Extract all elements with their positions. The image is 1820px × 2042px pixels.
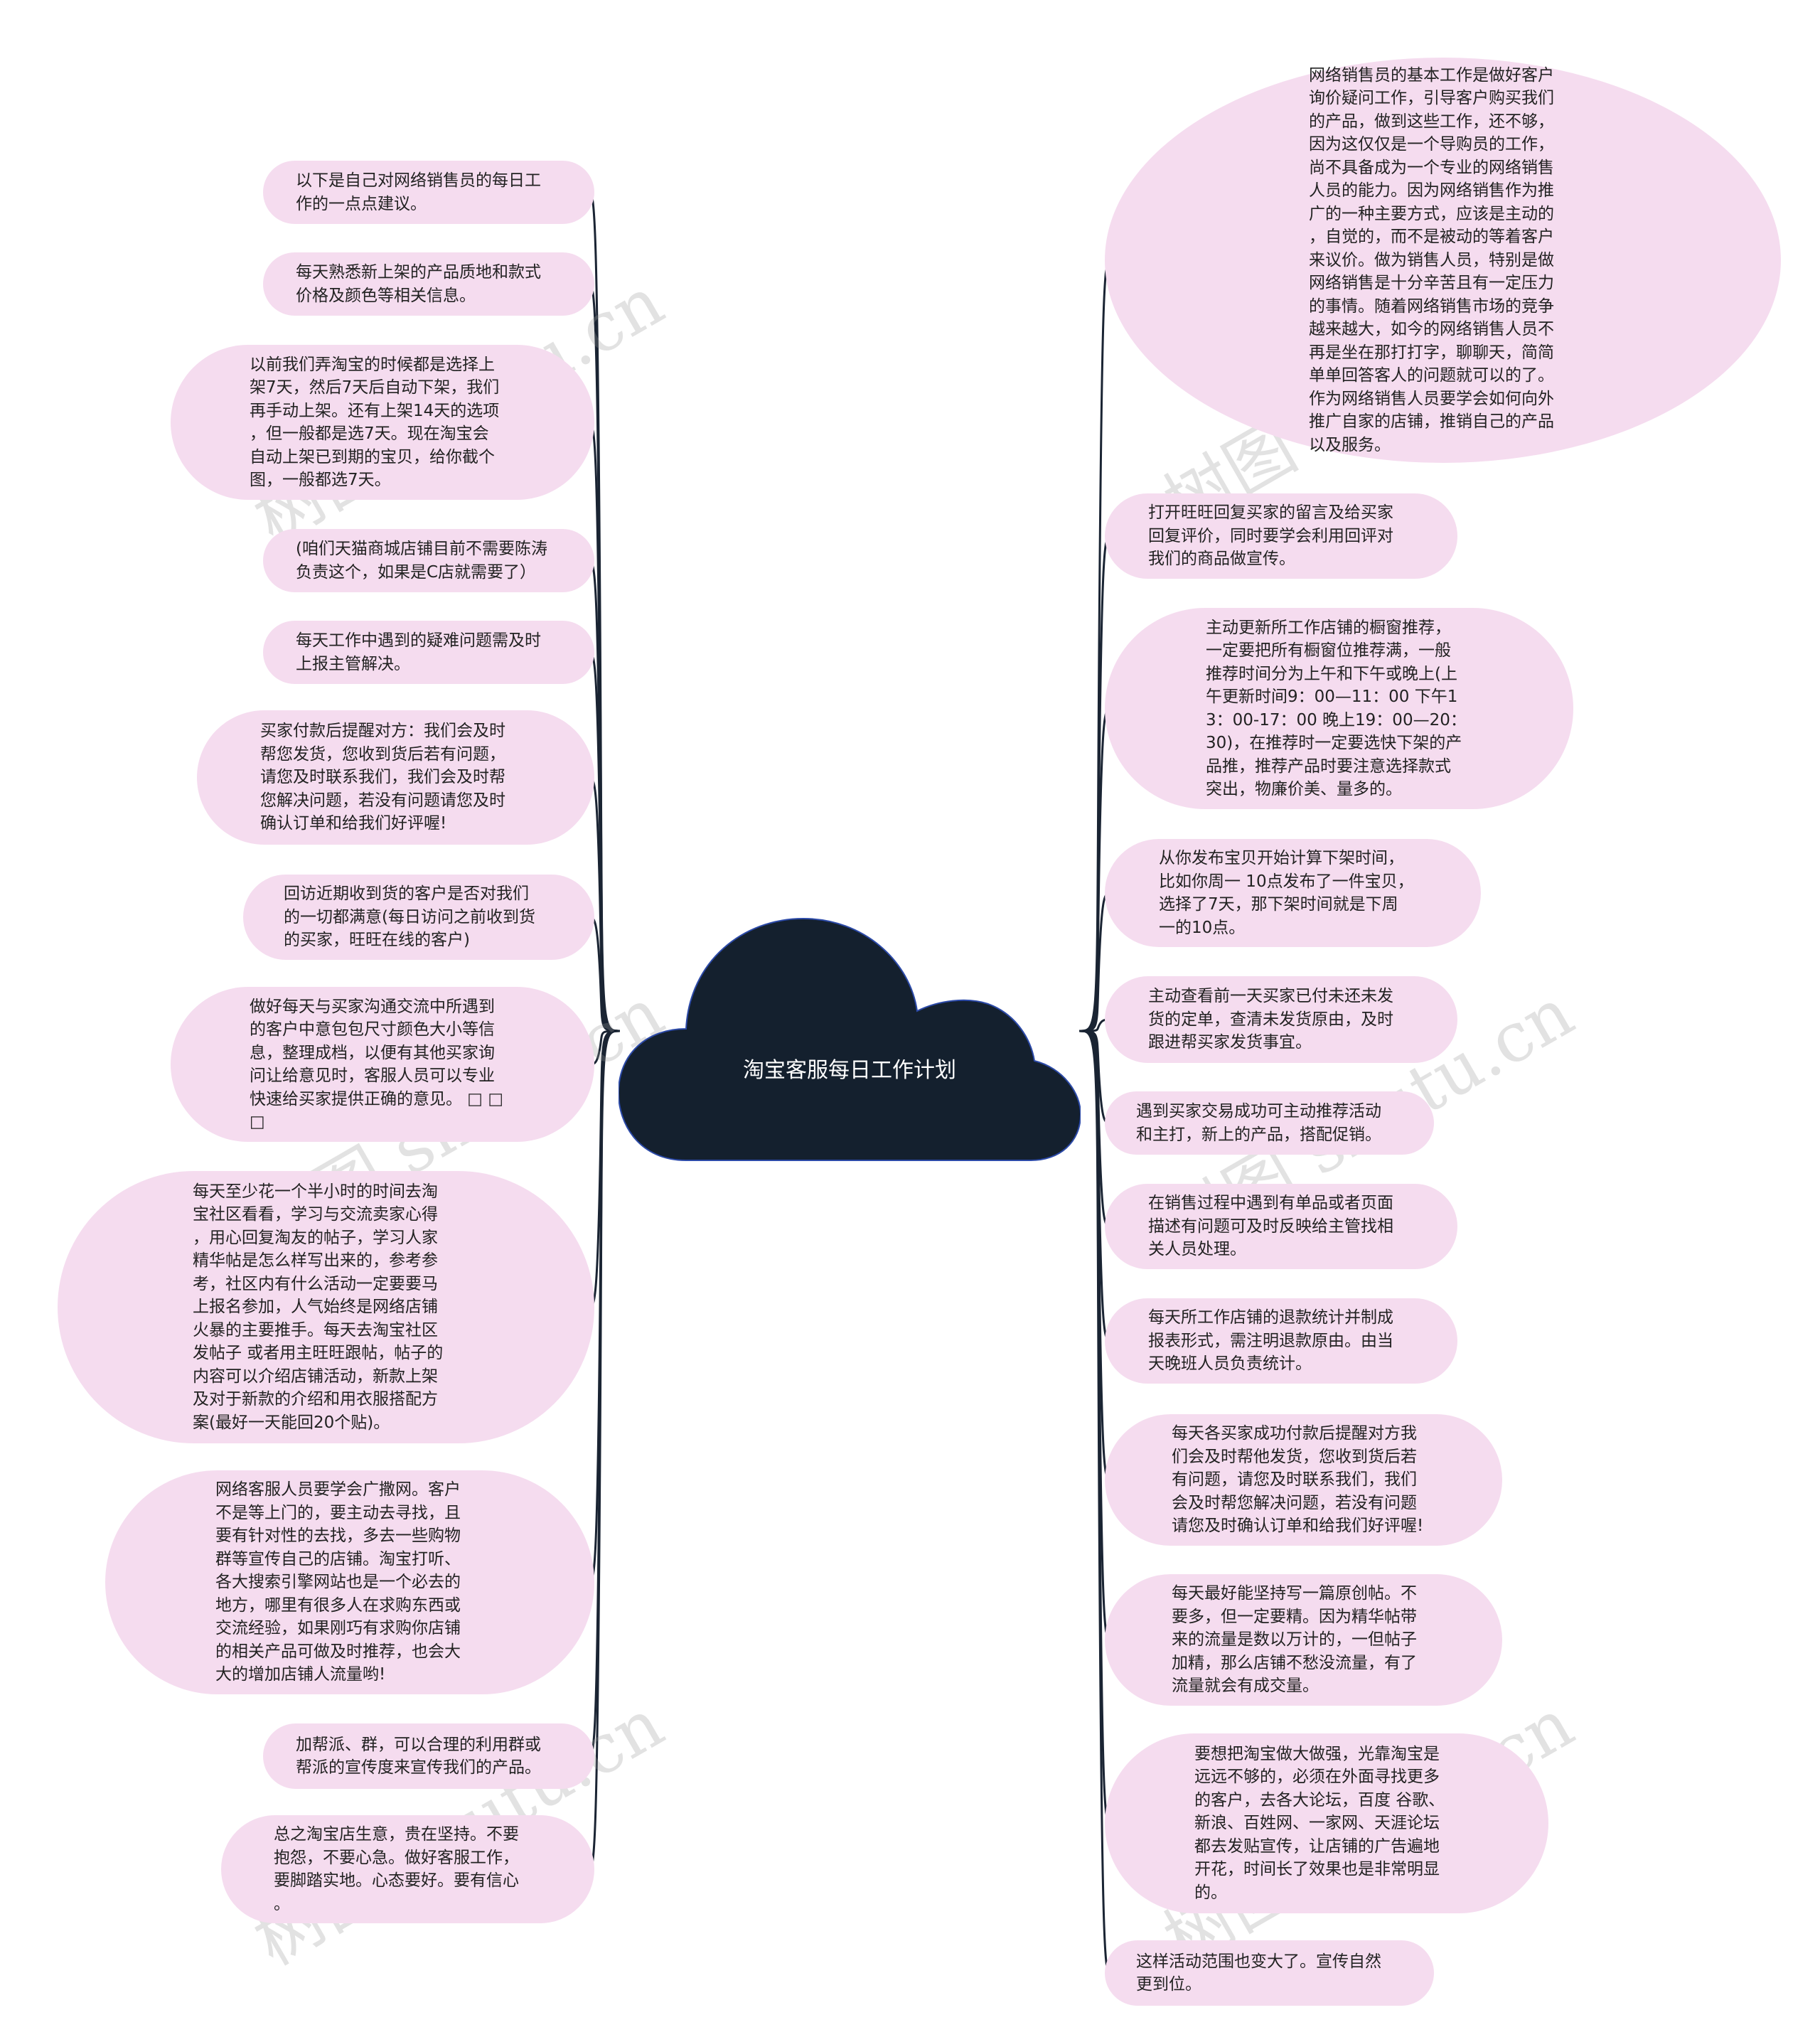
node-text: 在销售过程中遇到有单品或者页面 描述有问题可及时反映给主管找相 关人员处理。 [1148, 1194, 1393, 1259]
left-node[interactable]: 以前我们弄淘宝的时候都是选择上 架7天，然后7天后自动下架，我们 再手动上架。还… [171, 345, 594, 500]
connector-line [1078, 535, 1111, 1032]
right-node[interactable]: 网络销售员的基本工作是做好客户 询价疑问工作，引导客户购买我们 的产品，做到这些… [1105, 58, 1781, 463]
connector-line [1078, 707, 1111, 1032]
central-topic-cloud[interactable] [619, 897, 1081, 1167]
right-node[interactable]: 主动更新所工作店铺的橱窗推荐， 一定要把所有橱窗位推荐满，一般 推荐时间分为上午… [1105, 608, 1573, 809]
connector-line [588, 651, 621, 1032]
right-node[interactable]: 每天最好能坚持写一篇原创帖。不 要多，但一定要精。因为精华帖带 来的流量是数以万… [1105, 1574, 1502, 1706]
left-node[interactable]: 总之淘宝店生意，贵在坚持。不要 抱怨，不要心急。做好客服工作， 要脚踏实地。心态… [221, 1815, 594, 1923]
connector-line [588, 421, 621, 1032]
left-node[interactable]: 每天至少花一个半小时的时间去淘 宝社区看看，学习与交流卖家心得 ，用心回复淘友的… [58, 1171, 594, 1443]
node-text: 做好每天与买家沟通交流中所遇到 的客户中意包包尺寸颜色大小等信 息，整理成档，以… [250, 997, 504, 1132]
connector-line [1078, 1030, 1111, 1824]
node-text: 加帮派、群，可以合理的利用群或 帮派的宣传度来宣传我们的产品。 [296, 1735, 541, 1778]
node-text: 每天各买家成功付款后提醒对方我 们会及时帮他发货，您收到货后若 有问题，请您及时… [1172, 1424, 1424, 1536]
right-node[interactable]: 每天各买家成功付款后提醒对方我 们会及时帮他发货，您收到货后若 有问题，请您及时… [1105, 1414, 1502, 1546]
right-node[interactable]: 打开旺旺回复买家的留言及给买家 回复评价，同时要学会利用回评对 我们的商品做宣传… [1105, 493, 1457, 579]
right-node[interactable]: 主动查看前一天买家已付未还未发 货的定单，查清未发货原由，及时 跟进帮买家发货事… [1105, 976, 1457, 1063]
node-text: 以前我们弄淘宝的时候都是选择上 架7天，然后7天后自动下架，我们 再手动上架。还… [250, 355, 500, 490]
right-node[interactable]: 每天所工作店铺的退款统计并制成 报表形式，需注明退款原由。由当 天晚班人员负责统… [1105, 1298, 1457, 1384]
node-text: 每天工作中遇到的疑难问题需及时 上报主管解决。 [296, 631, 541, 673]
right-node[interactable]: 遇到买家交易成功可主动推荐活动 和主打，新上的产品，搭配促销。 [1105, 1091, 1434, 1155]
node-text: 网络销售员的基本工作是做好客户 询价疑问工作，引导客户购买我们 的产品，做到这些… [1309, 65, 1554, 454]
left-node[interactable]: 每天工作中遇到的疑难问题需及时 上报主管解决。 [263, 621, 594, 684]
node-text: 以下是自己对网络销售员的每日工 作的一点点建议。 [296, 171, 541, 213]
node-text: 每天熟悉新上架的产品质地和款式 价格及颜色等相关信息。 [296, 263, 541, 305]
left-node[interactable]: 以下是自己对网络销售员的每日工 作的一点点建议。 [263, 161, 594, 224]
node-text: 主动更新所工作店铺的橱窗推荐， 一定要把所有橱窗位推荐满，一般 推荐时间分为上午… [1206, 618, 1467, 799]
connector-line [1078, 259, 1111, 1032]
node-text: 网络客服人员要学会广撒网。客户 不是等上门的，要主动去寻找，且 要有针对性的去找… [215, 1480, 461, 1684]
node-text: 每天至少花一个半小时的时间去淘 宝社区看看，学习与交流卖家心得 ，用心回复淘友的… [193, 1182, 444, 1432]
node-text: 回访近期收到货的客户是否对我们 的一切都满意(每日访问之前收到货 的买家，旺旺在… [284, 884, 535, 950]
right-node[interactable]: 这样活动范围也变大了。宣传自然 更到位。 [1105, 1940, 1434, 2006]
right-node[interactable]: 在销售过程中遇到有单品或者页面 描述有问题可及时反映给主管找相 关人员处理。 [1105, 1184, 1457, 1269]
left-node[interactable]: (咱们天猫商城店铺目前不需要陈涛 负责这个，如果是C店就需要了） [263, 529, 594, 592]
node-text: 买家付款后提醒对方：我们会及时 帮您发货，您收到货后若有问题， 请您及时联系我们… [260, 722, 505, 833]
right-node[interactable]: 从你发布宝贝开始计算下架时间， 比如你周一 10点发布了一件宝贝， 选择了7天，… [1105, 839, 1481, 947]
node-text: 主动查看前一天买家已付未还未发 货的定单，查清未发货原由，及时 跟进帮买家发货事… [1148, 987, 1393, 1052]
node-text: 每天最好能坚持写一篇原创帖。不 要多，但一定要精。因为精华帖带 来的流量是数以万… [1172, 1584, 1417, 1696]
connector-line [588, 560, 621, 1032]
connector-line [1078, 1030, 1111, 1481]
node-text: 遇到买家交易成功可主动推荐活动 和主打，新上的产品，搭配促销。 [1136, 1102, 1381, 1144]
node-text: 总之淘宝店生意，贵在坚持。不要 抱怨，不要心急。做好客服工作， 要脚踏实地。心态… [274, 1825, 519, 1913]
node-text: 这样活动范围也变大了。宣传自然 更到位。 [1136, 1952, 1381, 1994]
node-text: (咱们天猫商城店铺目前不需要陈涛 负责这个，如果是C店就需要了） [296, 540, 547, 582]
central-topic-title: 淘宝客服每日工作计划 [743, 1058, 956, 1083]
left-node[interactable]: 网络客服人员要学会广撒网。客户 不是等上门的，要主动去寻找，且 要有针对性的去找… [105, 1470, 594, 1694]
left-node[interactable]: 每天熟悉新上架的产品质地和款式 价格及颜色等相关信息。 [263, 252, 594, 316]
node-text: 每天所工作店铺的退款统计并制成 报表形式，需注明退款原由。由当 天晚班人员负责统… [1148, 1308, 1393, 1374]
node-text: 从你发布宝贝开始计算下架时间， 比如你周一 10点发布了一件宝贝， 选择了7天，… [1159, 849, 1414, 937]
node-text: 打开旺旺回复买家的留言及给买家 回复评价，同时要学会利用回评对 我们的商品做宣传… [1148, 503, 1393, 569]
node-text: 要想把淘宝做大做强，光靠淘宝是 远远不够的，必须在外面寻找更多 的客户，去各大论… [1194, 1744, 1445, 1902]
left-node[interactable]: 做好每天与买家沟通交流中所遇到 的客户中意包包尺寸颜色大小等信 息，整理成档，以… [171, 987, 594, 1142]
connector-line [588, 191, 621, 1032]
connector-line [1078, 1030, 1111, 1974]
connector-line [588, 1030, 621, 1871]
left-node[interactable]: 加帮派、群，可以合理的利用群或 帮派的宣传度来宣传我们的产品。 [263, 1723, 594, 1789]
left-node[interactable]: 回访近期收到货的客户是否对我们 的一切都满意(每日访问之前收到货 的买家，旺旺在… [243, 875, 594, 960]
right-node[interactable]: 要想把淘宝做大做强，光靠淘宝是 远远不够的，必须在外面寻找更多 的客户，去各大论… [1105, 1733, 1548, 1913]
connector-line [588, 1030, 621, 1758]
left-node[interactable]: 买家付款后提醒对方：我们会及时 帮您发货，您收到货后若有问题， 请您及时联系我们… [197, 710, 594, 845]
